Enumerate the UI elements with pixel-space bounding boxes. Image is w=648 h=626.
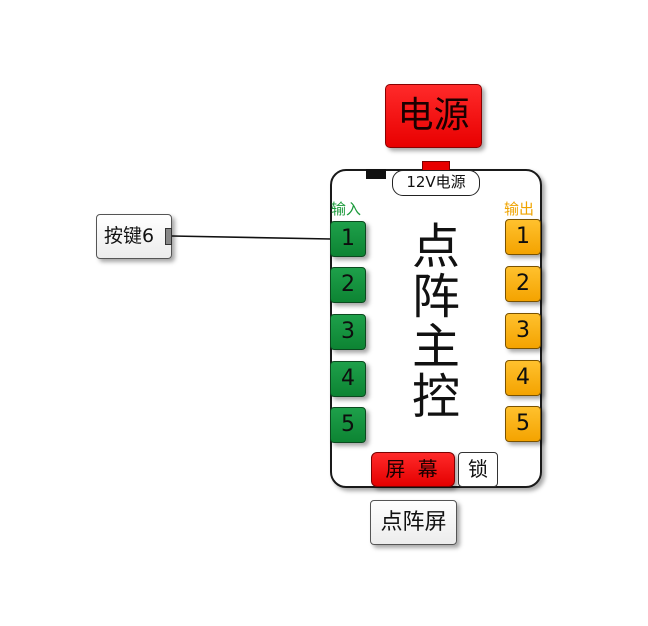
key-output-port[interactable] [165, 228, 172, 245]
input-port-5[interactable]: 5 [330, 407, 366, 443]
output-port-5[interactable]: 5 [505, 406, 541, 442]
controller-title: 点阵主控 [411, 219, 460, 425]
input-port-1[interactable]: 1 [330, 221, 366, 257]
dot-matrix-display-block[interactable]: 点阵屏 [370, 500, 457, 545]
input-port-3[interactable]: 3 [330, 314, 366, 350]
output-port-3[interactable]: 3 [505, 313, 541, 349]
black-connector [366, 169, 386, 179]
key-6-block[interactable]: 按键6 [96, 214, 172, 259]
output-port-2[interactable]: 2 [505, 266, 541, 302]
key-to-input-1-wire [171, 235, 332, 240]
input-port-4[interactable]: 4 [330, 361, 366, 397]
power-block[interactable]: 电源 [385, 84, 482, 148]
power-port-label: 12V电源 [392, 170, 480, 196]
output-port-4[interactable]: 4 [505, 360, 541, 396]
input-port-2[interactable]: 2 [330, 267, 366, 303]
screen-button[interactable]: 屏 幕 [371, 452, 455, 487]
outputs-label: 输出 [504, 200, 535, 218]
output-port-1[interactable]: 1 [505, 219, 541, 255]
lock-button[interactable]: 锁 [458, 452, 498, 487]
inputs-label: 输入 [331, 200, 362, 218]
